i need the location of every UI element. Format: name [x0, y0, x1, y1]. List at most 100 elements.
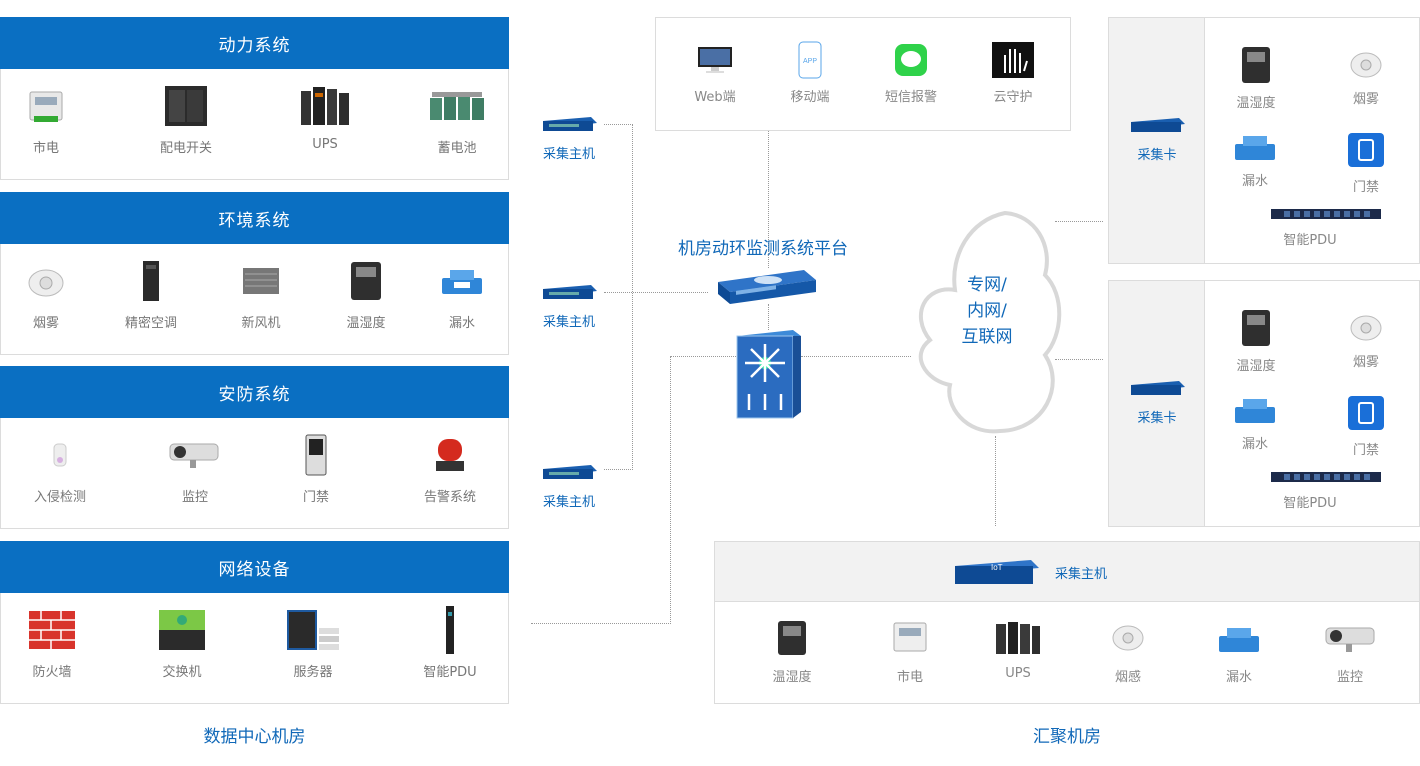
cctv-camera-item: 监控: [145, 430, 245, 505]
collection-host-3: 采集主机: [524, 461, 614, 510]
pdu-item: 智能PDU: [400, 605, 500, 680]
platform-title: 机房动环监测系统平台: [678, 239, 848, 259]
remote-site-1: 采集卡 温湿度 烟雾 漏水 门禁 智能PDU: [1108, 17, 1420, 264]
platform-server-icon: [714, 266, 820, 310]
connector: [604, 292, 708, 293]
environment-system-panel: 环境系统: [0, 192, 509, 244]
site-access-control: 门禁: [1326, 132, 1406, 195]
security-system-items: 入侵检测 监控 门禁 告警系统: [0, 418, 509, 529]
battery-item: 蓄电池: [407, 81, 507, 156]
connector: [995, 436, 996, 526]
smoke-detector-item: 烟雾: [0, 256, 96, 331]
collection-host-icon: [543, 285, 597, 299]
panel-title: 网络设备: [0, 541, 509, 593]
power-meter-icon: [16, 81, 76, 131]
pdu-icon: [1271, 472, 1381, 482]
connector: [801, 356, 911, 357]
agg-thermo-hygrometer: 温湿度: [752, 620, 832, 685]
mobile-app-icon: APP: [770, 40, 850, 80]
thermo-hygrometer-icon: [1242, 310, 1270, 346]
svg-text:IoT: IoT: [991, 563, 1003, 572]
site-smoke-detector: 烟雾: [1326, 50, 1406, 107]
aggregation-host-label: 采集主机: [1055, 567, 1108, 582]
connector: [604, 469, 633, 470]
svg-text:APP: APP: [803, 58, 817, 65]
panel-title: 环境系统: [0, 192, 509, 244]
site-thermo-hygrometer: 温湿度: [1216, 46, 1296, 111]
server-item: 服务器: [263, 605, 363, 680]
distribution-cabinet-item: 配电开关: [136, 81, 236, 156]
distribution-cabinet-icon: [156, 81, 216, 131]
web-terminal: Web端: [675, 40, 755, 105]
water-leak-sensor-icon: [432, 256, 492, 306]
agg-ups: UPS: [978, 620, 1058, 681]
server-icon: [283, 605, 343, 655]
connector: [531, 623, 671, 624]
access-control-icon: [1348, 133, 1384, 167]
access-terminals-box: Web端 APP 移动端 短信报警 云守护: [655, 17, 1071, 131]
alarm-light-item: 告警系统: [400, 430, 500, 505]
firewall-icon: [22, 605, 82, 655]
water-leak-sensor-icon: [1219, 628, 1259, 652]
connector: [768, 131, 769, 268]
site-smoke-detector: 烟雾: [1326, 313, 1406, 370]
connector: [670, 356, 671, 624]
mobile-terminal: APP 移动端: [770, 40, 850, 105]
collection-card: 采集卡: [1112, 377, 1202, 426]
connector: [768, 304, 769, 330]
air-conditioner-icon: [121, 256, 181, 306]
collection-card-icon: [1131, 118, 1185, 132]
fresh-air-unit-item: 新风机: [211, 256, 311, 331]
agg-cctv: 监控: [1310, 620, 1390, 685]
collection-host-2: 采集主机: [524, 281, 614, 330]
ups-icon: [295, 81, 355, 131]
cctv-camera-icon: [1325, 627, 1375, 652]
connector: [632, 124, 633, 470]
water-leak-item: 漏水: [412, 256, 512, 331]
battery-icon: [427, 81, 487, 131]
ups-icon: [996, 622, 1040, 654]
firewall-item: 防火墙: [2, 605, 102, 680]
site-pdu: 智能PDU: [1270, 206, 1381, 248]
site-thermo-hygrometer: 温湿度: [1216, 309, 1296, 374]
connector: [1055, 221, 1103, 222]
site-water-leak: 漏水: [1215, 395, 1295, 452]
intrusion-sensor-item: 入侵检测: [10, 430, 110, 505]
smoke-detector-icon: [1112, 625, 1144, 651]
network-devices-items: 防火墙 交换机 服务器 智能PDU: [0, 593, 509, 704]
aggregation-room-box: IoT 采集主机 温湿度 市电 UPS 烟感 漏水 监控: [714, 541, 1420, 704]
cloud-guard-icon: [973, 40, 1053, 80]
switch-item: 交换机: [132, 605, 232, 680]
power-system-items: 市电 配电开关 UPS 蓄电池: [0, 69, 509, 180]
water-leak-sensor-icon: [1235, 136, 1275, 160]
core-switch-icon: [735, 328, 803, 424]
site-card-area: 采集卡: [1109, 18, 1205, 263]
agg-power-meter: 市电: [870, 620, 950, 685]
power-meter-item: 市电: [0, 81, 96, 156]
smoke-detector-icon: [1350, 52, 1382, 78]
sms-alarm-terminal: 短信报警: [871, 40, 951, 105]
panel-title: 动力系统: [0, 17, 509, 69]
collection-host-1: 采集主机: [524, 113, 614, 162]
thermo-hygrometer-icon: [778, 621, 806, 655]
site-card-area: 采集卡: [1109, 281, 1205, 526]
pdu-icon: [420, 605, 480, 655]
network-cloud-icon: [905, 205, 1065, 441]
remote-site-2: 采集卡 温湿度 烟雾 漏水 门禁 智能PDU: [1108, 280, 1420, 527]
collection-host-icon: [543, 465, 597, 479]
access-control-item: 门禁: [266, 430, 366, 505]
alarm-light-icon: [420, 430, 480, 480]
connector: [670, 356, 736, 357]
power-meter-icon: [893, 622, 927, 652]
pdu-icon: [1271, 209, 1381, 219]
agg-smoke-sensor: 烟感: [1088, 620, 1168, 685]
security-system-panel: 安防系统: [0, 366, 509, 418]
thermo-hygrometer-icon: [336, 256, 396, 306]
water-leak-sensor-icon: [1235, 399, 1275, 423]
monitor-icon: [675, 40, 755, 80]
connector: [1055, 359, 1103, 360]
sms-icon: [871, 40, 951, 80]
site-pdu: 智能PDU: [1270, 469, 1381, 511]
thermo-hygrometer-icon: [1242, 47, 1270, 83]
